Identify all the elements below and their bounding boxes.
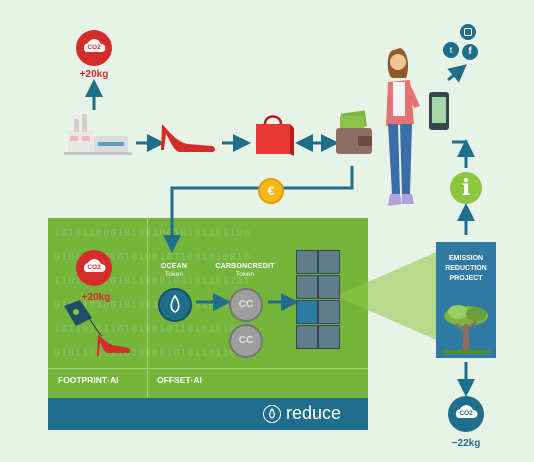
binary-row: 0101101011010100101011011010 — [54, 348, 251, 359]
project-title-line: PROJECT — [449, 275, 483, 282]
reduce-brand: reduce — [286, 403, 342, 423]
leaf-drop-icon — [263, 405, 281, 423]
certificate — [318, 275, 340, 299]
co2-text: CO2 — [459, 410, 473, 417]
binary-row: 0101011010101001011001010010 — [54, 252, 251, 263]
binary-row: 1101001101011100100101101101 — [54, 276, 251, 287]
project-title: EMISSION REDUCTION PROJECT — [436, 254, 496, 284]
co2-offset-cloud-icon: CO2 — [448, 396, 484, 432]
project-title-line: REDUCTION — [445, 265, 487, 272]
carboncredit-token-label: CARBONCREDIT Token — [210, 263, 280, 279]
binary-row: 1011010110101101011010101001 — [54, 324, 251, 335]
certificate — [296, 325, 318, 349]
woman-shopper-figure — [376, 44, 426, 214]
emission-reduction-project-card: EMISSION REDUCTION PROJECT — [436, 242, 496, 358]
certificate — [296, 250, 318, 274]
ocean-token-sub: Token — [164, 271, 184, 278]
certificate — [318, 325, 340, 349]
phone-screen — [432, 97, 446, 123]
ocean-token-icon — [158, 288, 192, 322]
footprint-co2-badge: +20kg — [81, 292, 111, 303]
panel-baseline — [48, 368, 368, 369]
ocean-token-title: OCEAN — [160, 263, 188, 270]
facebook-icon[interactable]: f — [462, 44, 478, 60]
carboncredit-coin-icon: CC — [229, 324, 263, 358]
certificate — [318, 250, 340, 274]
factory-co2-badge: +20kg — [79, 69, 109, 80]
co2-text: CO2 — [87, 44, 101, 51]
offset-co2-badge: −22kg — [451, 438, 481, 449]
info-icon: i — [450, 172, 482, 204]
reduce-footer: reduce — [48, 398, 368, 430]
certificate — [318, 300, 340, 324]
co2-cloud-icon: CO2 — [76, 30, 112, 66]
co2-text: CO2 — [87, 264, 101, 271]
panel-divider — [147, 218, 148, 398]
certificate-highlight — [296, 300, 318, 324]
carboncredit-coin-icon: CC — [229, 288, 263, 322]
certificate — [296, 275, 318, 299]
twitter-icon[interactable]: t — [443, 42, 459, 58]
panel-co2-cloud-icon: CO2 — [76, 250, 112, 286]
high-heel-shoe-icon — [158, 120, 218, 158]
shopping-bag-icon — [252, 112, 294, 156]
carbon-token-title: CARBONCREDIT — [215, 263, 275, 270]
footprint-ai-label: FOOTPRINT·AI — [58, 375, 119, 385]
tree-icon — [442, 298, 490, 354]
smartphone-icon — [429, 92, 449, 130]
instagram-icon[interactable] — [460, 24, 476, 40]
project-title-line: EMISSION — [448, 255, 484, 262]
shoe-price-tag-icon — [62, 296, 132, 366]
certificate-grid — [296, 250, 340, 350]
ocean-token-label: OCEAN Token — [156, 263, 192, 279]
euro-coin-icon: € — [258, 178, 284, 204]
carbon-token-sub: Token — [235, 271, 255, 278]
binary-row: 0110101001010110101101010110 — [54, 300, 251, 311]
factory-icon — [64, 111, 132, 158]
wallet-icon — [334, 110, 374, 158]
binary-row: 1010110001010110010101101100 — [54, 228, 251, 239]
offset-ai-label: OFFSET·AI — [157, 375, 202, 385]
